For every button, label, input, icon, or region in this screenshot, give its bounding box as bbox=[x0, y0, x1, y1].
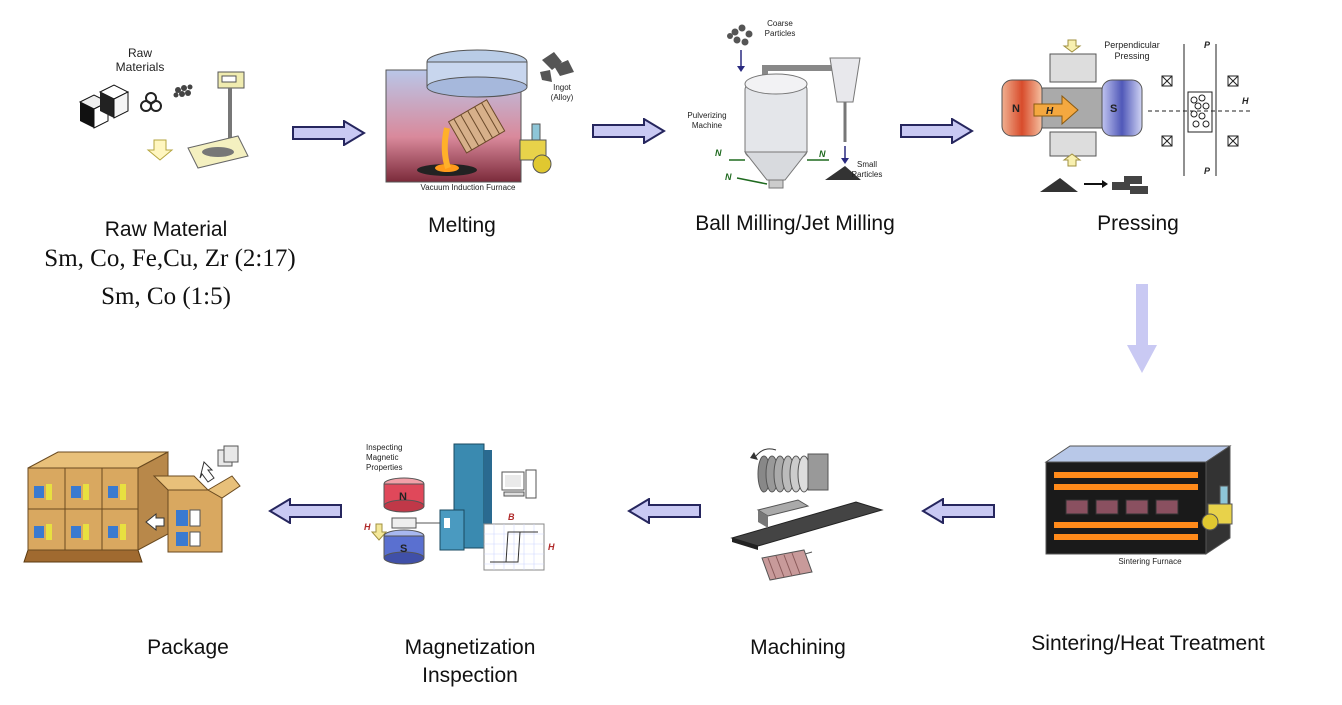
pressing-h-label: H bbox=[1046, 106, 1054, 117]
small-label-2: Particles bbox=[852, 170, 883, 179]
open-box-icon bbox=[152, 475, 241, 553]
schematic-p-top: P bbox=[1204, 40, 1211, 50]
mag-b-label: B bbox=[508, 512, 515, 522]
n-pole-icon: N bbox=[383, 477, 425, 513]
down-left-arrow-icon bbox=[199, 461, 215, 483]
left-arrow-icon bbox=[145, 512, 165, 532]
inspecting-label-3: Properties bbox=[366, 463, 402, 472]
pump-icon bbox=[519, 123, 552, 174]
ingot-label: Ingot bbox=[553, 83, 572, 92]
vacuum-induction-furnace-label: Vacuum Induction Furnace bbox=[420, 183, 516, 192]
schematic-p-bottom: P bbox=[1204, 166, 1211, 176]
flow-arrow-left-3 bbox=[921, 498, 995, 524]
n2-label-1: N bbox=[715, 148, 722, 158]
powder-pile-icon bbox=[173, 84, 193, 98]
pellets-icon bbox=[140, 92, 162, 112]
sintering-furnace-label: Sintering Furnace bbox=[1118, 557, 1182, 566]
cube-blocks-icon bbox=[78, 84, 130, 129]
inspecting-label-1: Inspecting bbox=[366, 443, 402, 452]
raw-material-composition-2: Sm, Co (1:5) bbox=[101, 283, 231, 310]
coarse-label-2: Particles bbox=[765, 29, 796, 38]
flow-arrow-down bbox=[1127, 284, 1157, 373]
melting-caption: Melting bbox=[428, 214, 496, 237]
flow-arrow-left-2 bbox=[627, 498, 701, 524]
melting-illustration: Ingot (Alloy) Vacuum Induction Furnace bbox=[385, 49, 574, 192]
flow-arrow-right-3 bbox=[900, 118, 974, 144]
magnetization-caption-2: Inspection bbox=[422, 664, 518, 687]
instrument-rack-icon bbox=[439, 443, 492, 551]
weighing-scale-icon bbox=[187, 71, 249, 169]
pressing-caption: Pressing bbox=[1097, 212, 1179, 235]
perpendicular-label-1: Perpendicular bbox=[1104, 40, 1160, 50]
magnetization-caption-1: Magnetization bbox=[404, 636, 536, 659]
down-arrow-icon bbox=[146, 139, 174, 161]
pulverizing-label-1: Pulverizing bbox=[687, 111, 726, 120]
pressing-schematic bbox=[1148, 44, 1252, 176]
small-label-1: Small bbox=[857, 160, 877, 169]
perpendicular-label-2: Pressing bbox=[1114, 51, 1149, 61]
computer-icon bbox=[501, 469, 537, 499]
pressing-n-label: N bbox=[1012, 103, 1020, 115]
pallet-boxes-icon bbox=[23, 451, 169, 563]
mag-h2-label: H bbox=[548, 542, 555, 552]
raw-material-caption: Raw Material bbox=[104, 218, 228, 241]
magnets-stack-icon bbox=[217, 445, 239, 467]
raw-material-composition-1: Sm, Co, Fe,Cu, Zr (2:17) bbox=[44, 245, 296, 272]
flow-arrow-right-2 bbox=[592, 118, 666, 144]
sintering-caption: Sintering/Heat Treatment bbox=[1031, 632, 1265, 655]
machining-caption: Machining bbox=[750, 636, 846, 659]
mag-s-label: S bbox=[400, 543, 407, 555]
alloy-label: (Alloy) bbox=[551, 93, 574, 102]
n2-label-3: N bbox=[819, 149, 826, 159]
pressing-s-label: S bbox=[1110, 103, 1117, 115]
furnace-pump-icon bbox=[1201, 485, 1233, 531]
package-illustration bbox=[23, 445, 241, 563]
mag-n-label: N bbox=[399, 491, 407, 503]
hysteresis-plot-icon bbox=[483, 523, 545, 571]
pulverizing-label-2: Machine bbox=[692, 121, 723, 130]
flow-arrow-right-1 bbox=[292, 120, 366, 146]
n2-label-2: N bbox=[725, 172, 732, 182]
raw-materials-label-line1: Raw bbox=[128, 46, 152, 60]
magnetization-illustration: Inspecting Magnetic Properties N H S bbox=[364, 443, 555, 571]
coarse-label-1: Coarse bbox=[767, 19, 793, 28]
inspecting-label-2: Magnetic bbox=[366, 453, 398, 462]
raw-materials-illustration: Raw Materials bbox=[78, 46, 249, 169]
coarse-particles-icon bbox=[727, 24, 753, 46]
milling-illustration: Coarse Particles Pulverizing Machine Sma… bbox=[687, 19, 883, 189]
ingot-icon bbox=[540, 52, 574, 82]
saw-blades-icon bbox=[750, 448, 811, 493]
mag-h-label: H bbox=[364, 522, 371, 532]
machining-illustration bbox=[730, 448, 884, 581]
package-caption: Package bbox=[147, 636, 229, 659]
pressing-illustration: Perpendicular Pressing N S H P P H bbox=[1001, 39, 1252, 194]
s-pole-icon: S bbox=[383, 529, 425, 565]
milling-caption: Ball Milling/Jet Milling bbox=[695, 212, 895, 235]
raw-materials-label-line2: Materials bbox=[116, 60, 165, 74]
flow-arrow-left-1 bbox=[268, 498, 342, 524]
sintering-illustration: Sintering Furnace bbox=[1044, 445, 1233, 566]
schematic-h-label: H bbox=[1242, 96, 1249, 106]
